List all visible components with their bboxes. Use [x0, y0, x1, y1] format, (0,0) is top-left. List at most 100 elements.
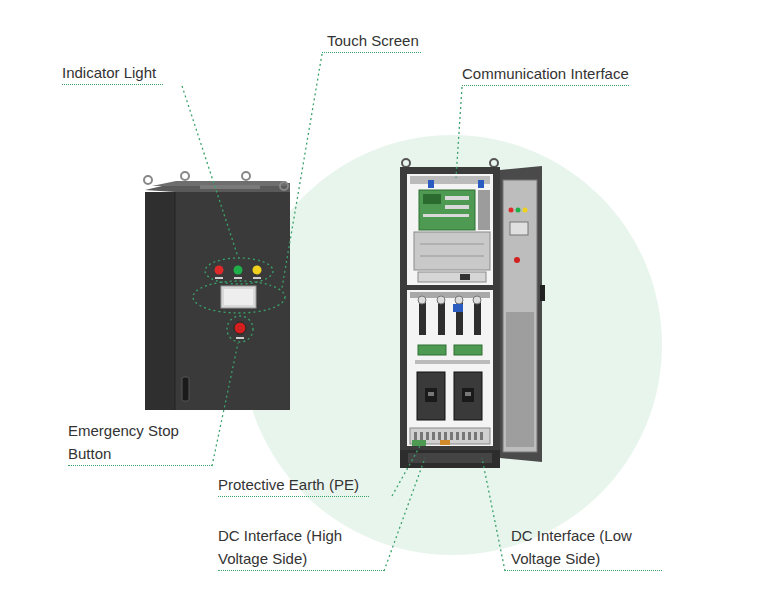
open-cabinet: [419, 190, 475, 230]
leader-line: [456, 87, 462, 178]
closed-cabinet: [175, 192, 176, 410]
open-cabinet: [453, 304, 463, 312]
open-cabinet: [412, 440, 426, 446]
open-cabinet: [506, 312, 534, 447]
leader-line: [182, 86, 238, 257]
closed-cabinet: [236, 337, 244, 339]
open-cabinet: [420, 244, 484, 245]
leader-line: [227, 316, 253, 342]
open-cabinet: [510, 222, 528, 235]
closed-cabinet: [253, 266, 262, 275]
closed-cabinet: [215, 266, 224, 275]
leader-line: [205, 258, 273, 284]
callout-label: Touch Screen: [322, 29, 421, 53]
closed-cabinet: [144, 176, 152, 184]
leader-line: [384, 458, 425, 571]
callout-label: DC Interface (High Voltage Side): [218, 524, 384, 571]
open-cabinet: [474, 300, 481, 335]
open-cabinet: [418, 296, 426, 304]
leader-line: [282, 54, 322, 288]
closed-cabinet: [234, 277, 242, 279]
open-cabinet: [514, 257, 520, 263]
open-cabinet: [473, 296, 481, 304]
open-cabinet: [465, 392, 471, 396]
closed-cabinet: [234, 266, 243, 275]
open-cabinet: [420, 256, 484, 257]
open-cabinet: [474, 432, 477, 440]
open-cabinet: [420, 432, 423, 440]
leader-line: [193, 281, 285, 313]
open-cabinet: [419, 300, 481, 335]
closed-cabinet: [200, 185, 260, 189]
open-cabinet: [419, 300, 426, 335]
open-cabinet: [414, 432, 483, 440]
open-cabinet: [445, 205, 469, 209]
open-cabinet: [437, 296, 445, 304]
open-cabinet: [460, 274, 470, 280]
closed-cabinet: [242, 172, 250, 180]
open-cabinet: [415, 360, 490, 364]
open-cabinet: [478, 180, 484, 188]
closed-cabinet: [145, 192, 175, 410]
closed-cabinet: [182, 377, 189, 401]
closed-cabinet: [280, 182, 288, 190]
open-cabinet: [400, 159, 545, 468]
open-cabinet: [426, 432, 429, 440]
open-cabinet: [428, 392, 434, 396]
open-cabinet: [456, 432, 459, 440]
open-cabinet: [509, 208, 514, 213]
open-cabinet: [417, 372, 445, 420]
open-cabinet: [418, 296, 481, 304]
callout-label: Emergency Stop Button: [68, 419, 212, 466]
open-cabinet: [438, 300, 445, 335]
open-cabinet: [540, 285, 545, 301]
open-cabinet: [462, 388, 474, 402]
open-cabinet: [454, 372, 482, 420]
closed-cabinet: [253, 277, 261, 279]
open-cabinet: [428, 180, 434, 188]
open-cabinet: [478, 190, 490, 230]
open-cabinet: [523, 208, 528, 213]
open-cabinet: [462, 432, 465, 440]
open-cabinet: [402, 159, 410, 167]
leader-line: [392, 446, 420, 496]
leader-line: [482, 458, 505, 571]
open-cabinet: [432, 432, 435, 440]
open-cabinet: [450, 432, 453, 440]
open-cabinet: [425, 388, 437, 402]
leader-line: [182, 54, 505, 571]
closed-cabinet: [234, 322, 246, 334]
open-cabinet: [480, 432, 483, 440]
open-cabinet: [444, 432, 447, 440]
open-cabinet: [500, 166, 542, 462]
open-cabinet: [407, 285, 493, 290]
closed-cabinet: [175, 192, 290, 410]
open-cabinet: [408, 453, 492, 463]
closed-cabinet: [215, 277, 223, 279]
open-cabinet: [423, 214, 469, 217]
open-cabinet: [455, 296, 463, 304]
open-cabinet: [400, 450, 500, 468]
open-cabinet: [400, 167, 500, 450]
open-cabinet: [468, 432, 471, 440]
open-cabinet: [414, 432, 417, 440]
open-cabinet: [503, 180, 537, 452]
open-cabinet: [407, 174, 493, 446]
open-cabinet: [414, 232, 490, 270]
open-cabinet: [418, 272, 486, 282]
open-cabinet: [440, 440, 450, 445]
callout-label: Protective Earth (PE): [218, 473, 369, 497]
open-cabinet: [490, 159, 498, 167]
callout-label: Communication Interface: [462, 62, 629, 86]
open-cabinet: [438, 432, 441, 440]
closed-cabinet: [221, 286, 256, 308]
open-cabinet: [423, 194, 441, 204]
open-cabinet: [418, 345, 446, 355]
closed-cabinet: [144, 172, 290, 410]
closed-cabinet: [181, 172, 189, 180]
callout-label: DC Interface (Low Voltage Side): [505, 524, 662, 571]
callout-label: Indicator Light: [62, 61, 163, 85]
open-cabinet: [516, 208, 521, 213]
